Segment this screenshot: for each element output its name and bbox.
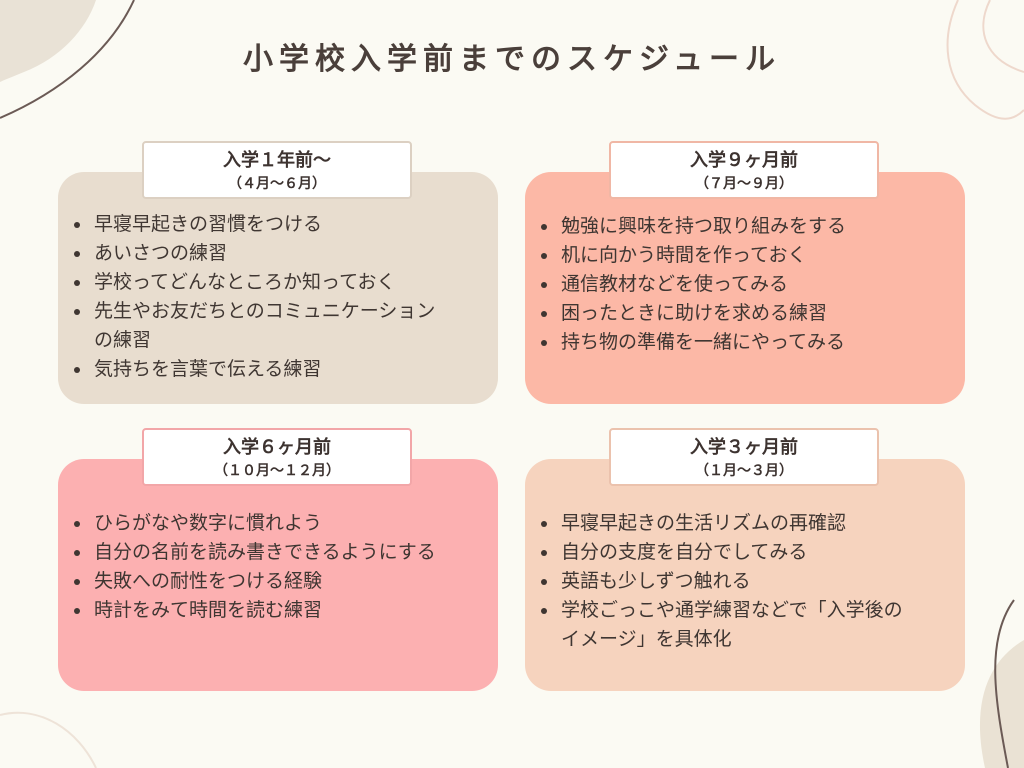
list-item: ひらがなや数字に慣れよう [58,509,498,538]
list-item-continued: イメージ」を具体化 [561,628,732,650]
section-period: （１０月〜１２月） [214,463,340,479]
list-item: 自分の支度を自分でしてみる [525,538,965,567]
section-panel-3months: 早寝早起きの生活リズムの再確認 自分の支度を自分でしてみる 英語も少しずつ触れる… [525,459,965,691]
list-item: 気持ちを言葉で伝える練習 [58,355,498,384]
list-item: 時計をみて時間を読む練習 [58,596,498,625]
section-list-1year: 早寝早起きの習慣をつける あいさつの練習 学校ってどんなところか知っておく 先生… [58,210,498,384]
list-item: 通信教材などを使ってみる [525,270,965,299]
list-item: 勉強に興味を持つ取り組みをする [525,212,965,241]
section-panel-6months: ひらがなや数字に慣れよう 自分の名前を読み書きできるようにする 失敗への耐性をつ… [58,459,498,691]
list-item: 持ち物の準備を一緒にやってみる [525,328,965,357]
section-list-9months: 勉強に興味を持つ取り組みをする 机に向かう時間を作っておく 通信教材などを使って… [525,212,965,357]
list-item: 先生やお友だちとのコミュニケーション [58,297,498,326]
bottom-right-blob [979,640,1024,768]
list-item: 学校ってどんなところか知っておく [58,268,498,297]
bottom-right-curve [994,599,1015,768]
list-item: 困ったときに助けを求める練習 [525,299,965,328]
section-label: 入学６ヶ月前 [223,437,331,458]
list-item: 早寝早起きの生活リズムの再確認 [525,509,965,538]
list-item: 失敗への耐性をつける経験 [58,567,498,596]
section-list-6months: ひらがなや数字に慣れよう 自分の名前を読み書きできるようにする 失敗への耐性をつ… [58,509,498,625]
page-title: 小学校入学前までのスケジュール [243,42,781,77]
section-label: 入学３ヶ月前 [690,437,798,458]
section-tag-1year: 入学１年前〜 （４月〜６月） [142,141,412,199]
list-item: 自分の名前を読み書きできるようにする [58,538,498,567]
section-tag-9months: 入学９ヶ月前 （７月〜９月） [609,141,879,199]
list-item: 早寝早起きの習慣をつける [58,210,498,239]
section-period: （１月〜３月） [695,463,793,479]
list-item: 学校ごっこや通学練習などで「入学後の [525,596,965,625]
section-panel-9months: 勉強に興味を持つ取り組みをする 机に向かう時間を作っておく 通信教材などを使って… [525,172,965,404]
section-list-3months: 早寝早起きの生活リズムの再確認 自分の支度を自分でしてみる 英語も少しずつ触れる… [525,509,965,654]
section-period: （４月〜６月） [228,176,326,192]
bottom-left-curve [0,711,97,768]
section-tag-3months: 入学３ヶ月前 （１月〜３月） [609,428,879,486]
list-item: 机に向かう時間を作っておく [525,241,965,270]
list-item-continued: の練習 [94,329,152,351]
list-item: あいさつの練習 [58,239,498,268]
section-label: 入学１年前〜 [223,150,331,171]
section-panel-1year: 早寝早起きの習慣をつける あいさつの練習 学校ってどんなところか知っておく 先生… [58,172,498,404]
section-label: 入学９ヶ月前 [690,150,798,171]
list-item: 英語も少しずつ触れる [525,567,965,596]
section-period: （７月〜９月） [695,176,793,192]
section-tag-6months: 入学６ヶ月前 （１０月〜１２月） [142,428,412,486]
